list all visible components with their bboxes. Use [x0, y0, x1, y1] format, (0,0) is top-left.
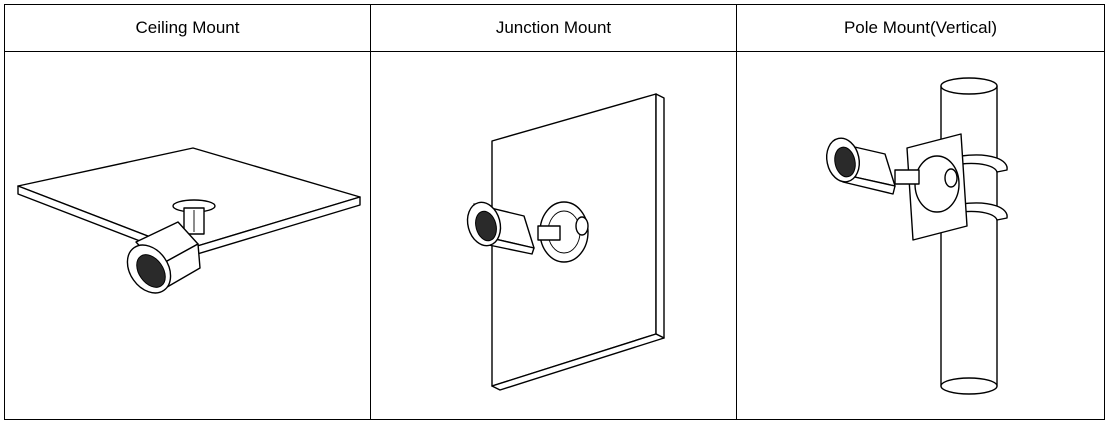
- junction-mount-illustration: [466, 92, 665, 391]
- pole-mount-vertical-cell: [736, 51, 1105, 420]
- header-pole-mount-vertical: Pole Mount(Vertical): [736, 4, 1105, 52]
- junction-mount-cell: [370, 51, 737, 420]
- header-row: Ceiling Mount Junction Mount Pole Mount(…: [4, 4, 1105, 52]
- pole-mount-vertical-illustration: [825, 76, 1008, 395]
- header-ceiling-mount: Ceiling Mount: [4, 4, 371, 52]
- mount-types-table: Ceiling Mount Junction Mount Pole Mount(…: [4, 4, 1105, 420]
- header-junction-mount: Junction Mount: [370, 4, 737, 52]
- ceiling-mount-illustration: [16, 146, 361, 294]
- ceiling-mount-cell: [4, 51, 371, 420]
- illustration-row: [4, 51, 1105, 420]
